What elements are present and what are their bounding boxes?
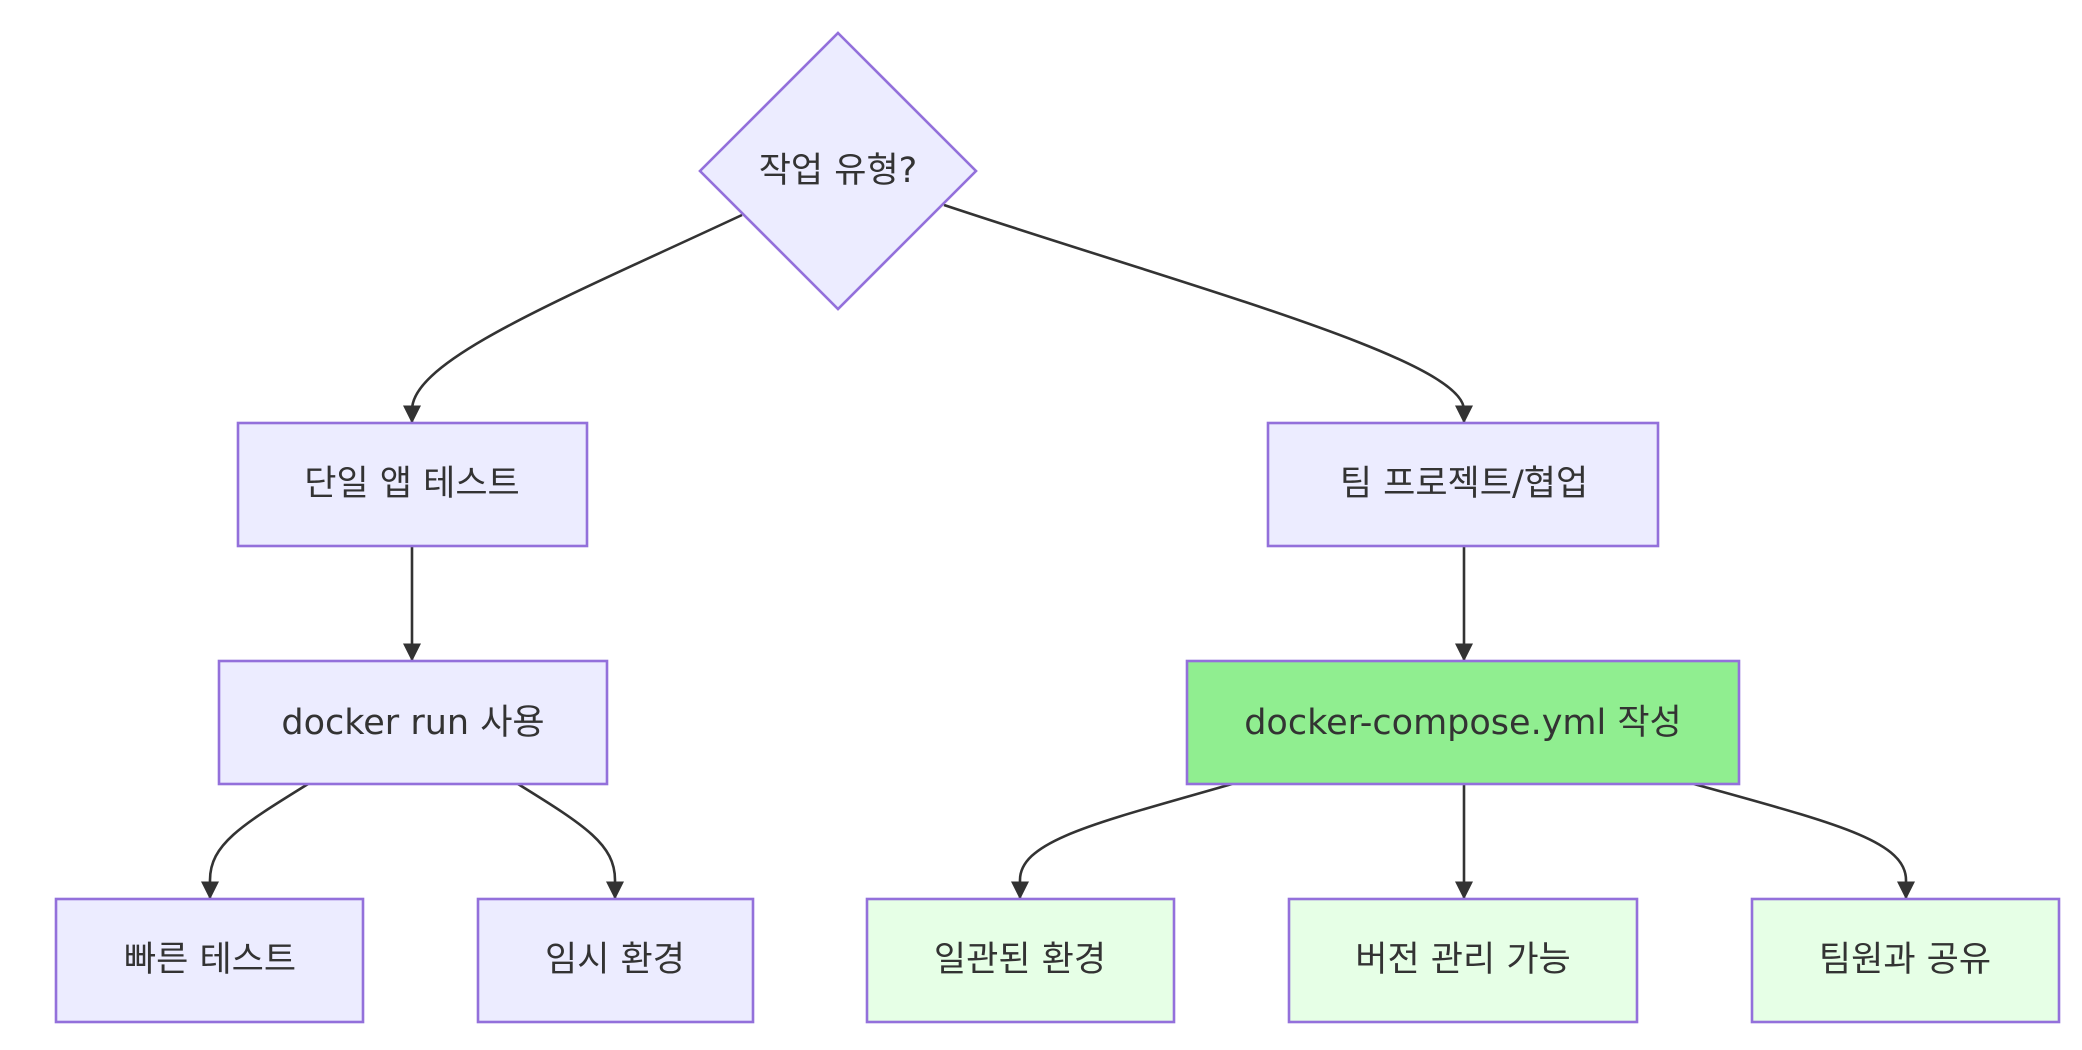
team-project-node[interactable]: 팀 프로젝트/협업: [1266, 421, 1660, 548]
edge-decision-to-single-app: [403, 213, 743, 424]
decision-diamond: [698, 31, 978, 311]
temp-env-box: [476, 897, 755, 1024]
version-control-box: [1287, 897, 1639, 1024]
single-app-label: 단일 앱 테스트: [304, 464, 519, 504]
temp-env-node[interactable]: 임시 환경: [476, 897, 755, 1024]
share-team-label: 팀원과 공유: [1819, 940, 1991, 980]
team-project-box: [1266, 421, 1660, 548]
compose-box: [1185, 659, 1741, 786]
consistent-env-node[interactable]: 일관된 환경: [865, 897, 1176, 1024]
edge-compose-to-consistent-env: [1011, 782, 1233, 900]
single-app-node[interactable]: 단일 앱 테스트: [236, 421, 589, 548]
edge-decision-to-team-project: [943, 203, 1473, 424]
fast-test-node[interactable]: 빠른 테스트: [54, 897, 365, 1024]
docker-run-box: [217, 659, 609, 786]
consistent-env-label: 일관된 환경: [934, 940, 1106, 980]
edge-docker-run-to-fast-test: [201, 782, 309, 900]
docker-run-node[interactable]: docker run 사용: [217, 659, 609, 786]
edge-compose-to-share-team: [1693, 782, 1915, 900]
decision-node[interactable]: 작업 유형?: [698, 31, 978, 311]
docker-run-label: docker run 사용: [281, 703, 544, 743]
single-app-box: [236, 421, 589, 548]
version-control-label: 버전 관리 가능: [1355, 940, 1570, 980]
fast-test-label: 빠른 테스트: [124, 940, 296, 980]
compose-label: docker-compose.yml 작성: [1244, 703, 1682, 743]
compose-node[interactable]: docker-compose.yml 작성: [1185, 659, 1741, 786]
share-team-node[interactable]: 팀원과 공유: [1750, 897, 2061, 1024]
team-project-label: 팀 프로젝트/협업: [1340, 464, 1588, 504]
edge-docker-run-to-temp-env: [517, 782, 624, 900]
consistent-env-box: [865, 897, 1176, 1024]
fast-test-box: [54, 897, 365, 1024]
share-team-box: [1750, 897, 2061, 1024]
decision-label: 작업 유형?: [759, 151, 918, 191]
temp-env-label: 임시 환경: [545, 940, 685, 980]
version-control-node[interactable]: 버전 관리 가능: [1287, 897, 1639, 1024]
edges: [201, 203, 1915, 900]
